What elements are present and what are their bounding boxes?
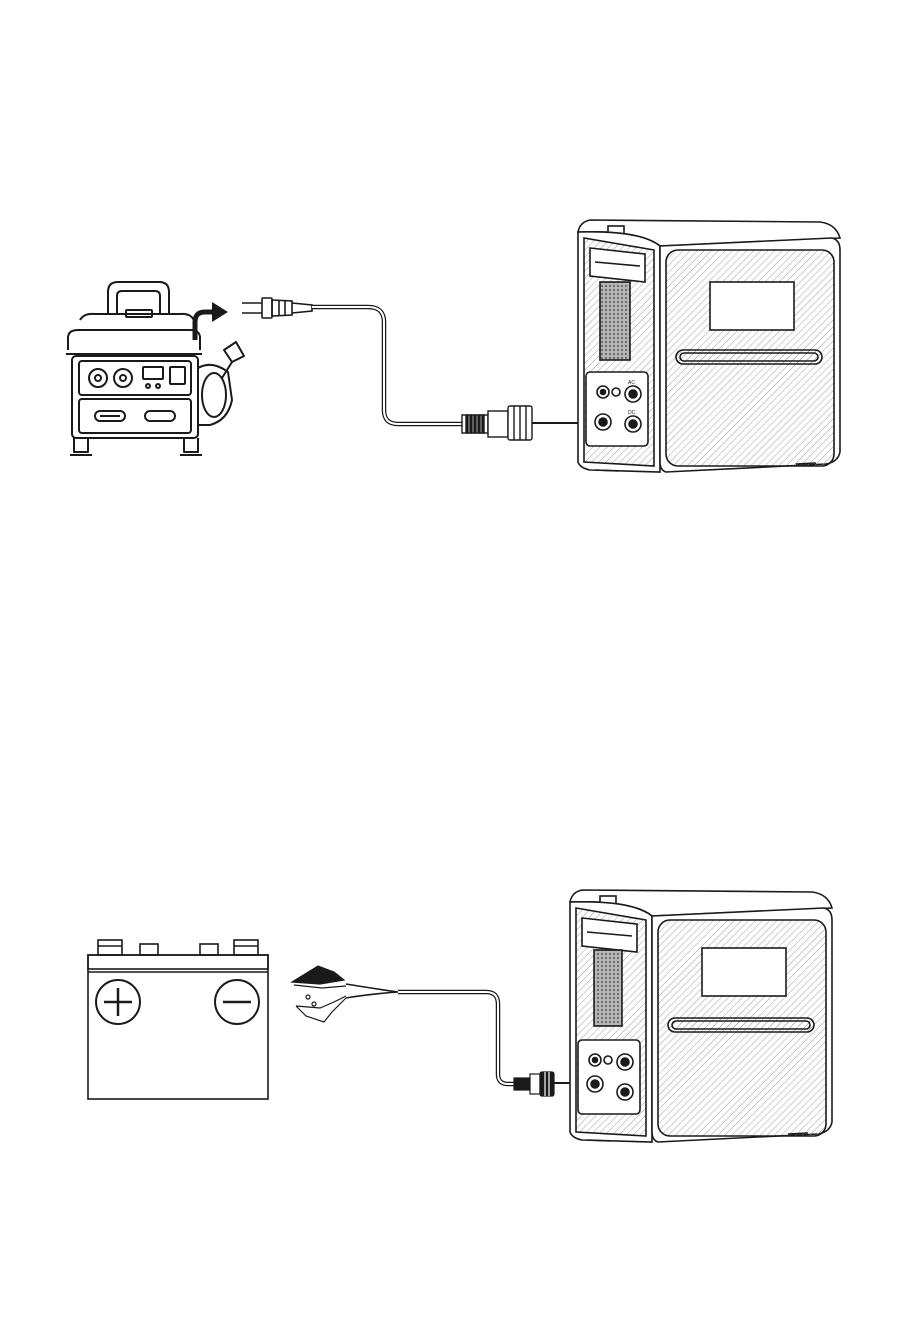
ac-charging-cable [312,307,462,424]
aviation-connector [514,1072,554,1096]
battery-clamp-cable [398,992,514,1084]
port-label-bottom: DC [628,410,636,416]
power-station [570,890,832,1142]
diagram-battery [88,890,832,1142]
arrow-icon [195,312,214,340]
aviation-connector [462,406,532,440]
car-battery [88,940,268,1099]
ac-plug [242,298,312,318]
battery-clamps [292,966,346,1022]
power-station [578,220,840,472]
diagram-generator: AC DC [66,220,840,472]
port-label-top: AC [628,380,635,386]
